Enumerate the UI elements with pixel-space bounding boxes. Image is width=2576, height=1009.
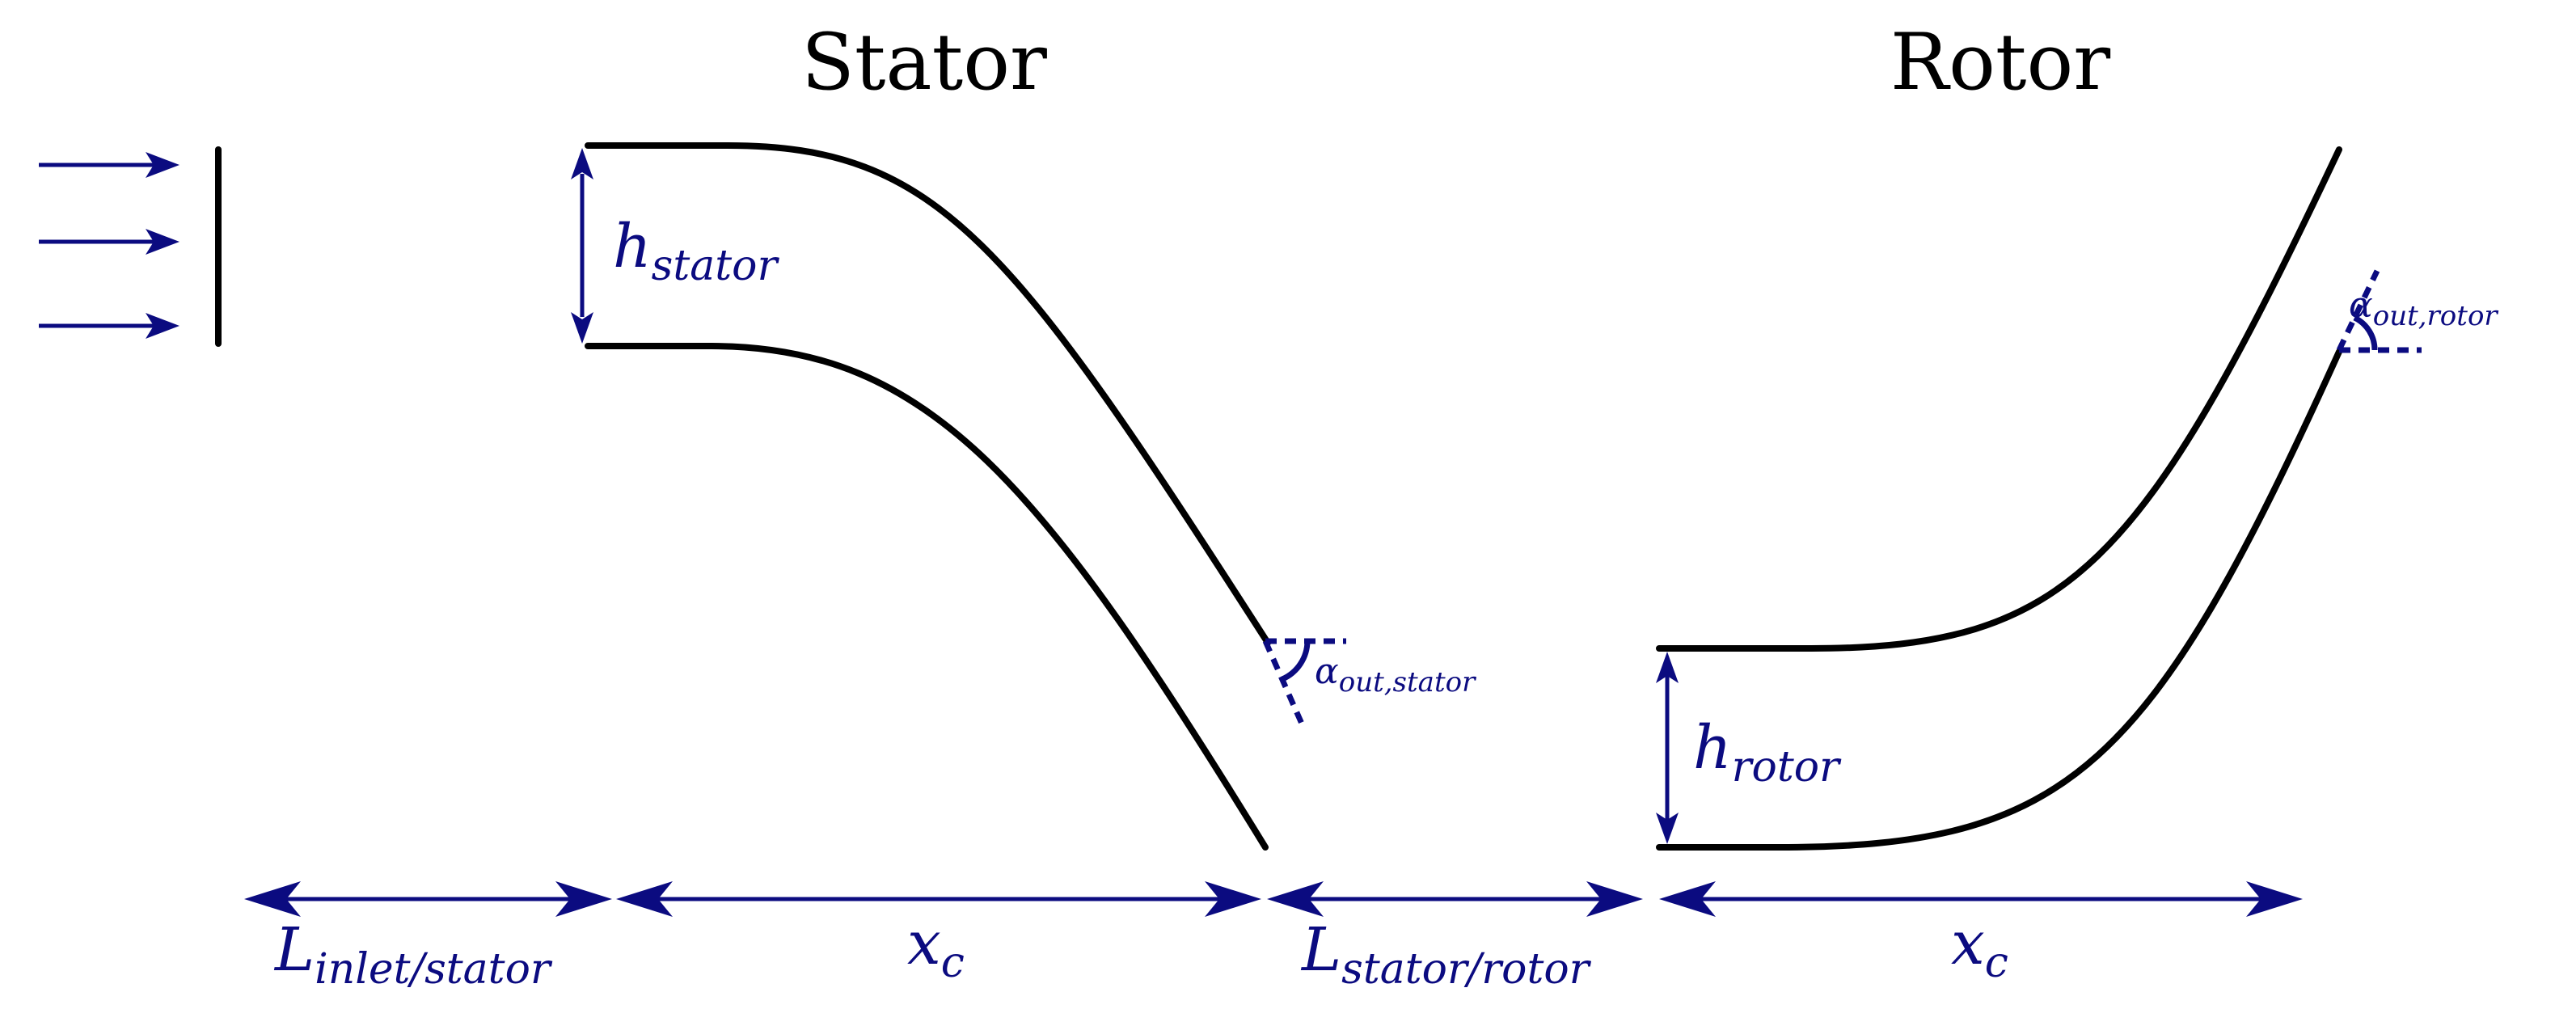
stator-lower-wall — [585, 343, 1269, 851]
alpha-out-stator-marker — [1262, 638, 1346, 725]
h-stator-label: hstator — [613, 212, 779, 290]
h-rotor-label: hrotor — [1693, 713, 1842, 792]
rotor-lower-wall — [1656, 348, 2342, 851]
rotor-upper-wall — [1656, 146, 2342, 652]
l-stator-rotor-dimension — [1267, 881, 1643, 917]
h-stator-dimension — [571, 148, 593, 344]
l-inlet-stator-label: Linlet/stator — [273, 915, 553, 994]
x-c-stator-dimension — [616, 881, 1261, 917]
inlet-flow-arrow — [39, 229, 179, 255]
l-inlet-stator-dimension — [244, 881, 612, 917]
x-c-rotor-label: xc — [1951, 909, 2008, 987]
stator-title: Stator — [801, 17, 1047, 108]
alpha-out-rotor-marker — [2336, 269, 2422, 353]
rotor-title: Rotor — [1890, 17, 2110, 108]
x-c-stator-label: xc — [907, 909, 965, 987]
inlet-flow-arrow — [39, 152, 179, 178]
l-stator-rotor-label: Lstator/rotor — [1300, 915, 1592, 994]
x-c-rotor-dimension — [1659, 881, 2303, 917]
stator-upper-wall — [585, 142, 1271, 646]
inlet-flow-arrow — [39, 313, 179, 339]
alpha-out-rotor-label: αout,rotor — [2349, 285, 2498, 332]
alpha-out-stator-label: αout,stator — [1315, 651, 1476, 699]
h-rotor-dimension — [1656, 652, 1679, 844]
inlet-flow-arrows — [39, 152, 179, 339]
